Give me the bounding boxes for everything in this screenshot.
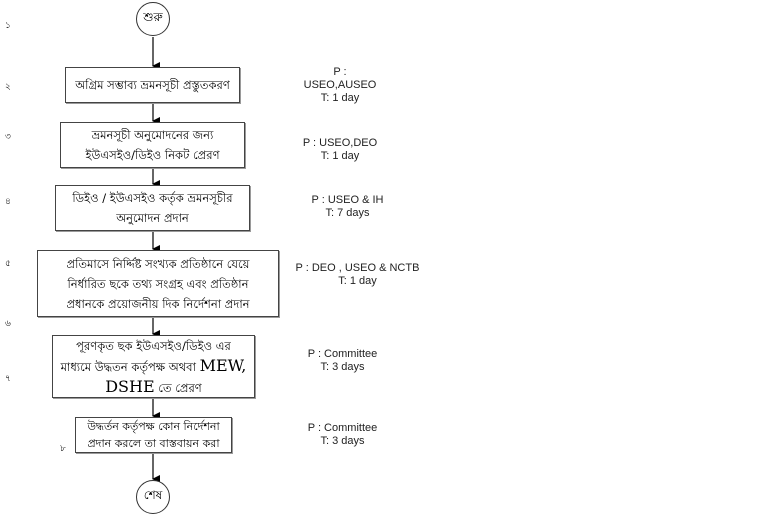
step-5-line-2-text: মাধ্যমে উদ্ধতন কর্তৃপক্ষ অথবা (60, 359, 196, 374)
step-3-line-1: ডিইও / ইউএসইও কর্তৃক ভ্রমনসূচীর (72, 191, 233, 205)
note-4-person: P : DEO , USEO & NCTB (295, 262, 420, 274)
step-number-6: ৬ (5, 319, 11, 329)
step-2-line-1: ভ্রমনসূচী অনুমোদনের জন্য (91, 128, 214, 142)
note-1-person: P : (333, 66, 347, 78)
note-step-5: P : Committee T: 3 days (290, 348, 395, 374)
note-step-1: P : USEO,AUSEO T: 1 day (290, 66, 390, 105)
step-number-8: ৮ (60, 444, 66, 454)
note-5-person: P : Committee (307, 348, 378, 360)
step-number-2: ২ (5, 82, 11, 92)
note-step-4: P : DEO , USEO & NCTB T: 1 day (290, 262, 425, 288)
note-3-time: T: 7 days (325, 207, 370, 219)
step-number-5: ৫ (5, 259, 11, 269)
note-1-time: T: 1 day (320, 92, 360, 104)
step-5-line-3-text: তে প্রেরণ (158, 380, 202, 395)
step-4-line-1: প্রতিমাসে নির্দ্দিষ্ট সংখ্যক প্রতিষ্ঠানে… (66, 256, 250, 271)
process-step-4: প্রতিমাসে নির্দ্দিষ্ট সংখ্যক প্রতিষ্ঠানে… (37, 250, 279, 317)
process-step-5: পূরণকৃত ছক ইউএসইও/ডিইও এর মাধ্যমে উদ্ধতন… (52, 335, 255, 398)
step-4-line-3: প্রধানকে প্রয়োজনীয় দিক নির্দেশনা প্রদা… (66, 296, 250, 311)
end-label: শেষ (143, 488, 163, 502)
start-node: শুরু (136, 2, 170, 36)
step-5-mew: MEW, (199, 355, 247, 375)
note-step-3: P : USEO & IH T: 7 days (290, 194, 405, 220)
note-3-person: P : USEO & IH (311, 194, 384, 206)
end-node: শেষ (136, 480, 170, 514)
step-1-line-1: অগ্রিম সম্ভাব্য ভ্রমনসূচী প্রস্তুতকরণ (75, 78, 230, 92)
step-6-line-2: প্রদান করলে তা বাস্তবায়ন করা (87, 437, 220, 450)
note-1-person-2: USEO,AUSEO (303, 79, 377, 91)
step-4-line-2: নির্ধারিত ছকে তথ্য সংগ্রহ এবং প্রতিষ্ঠান (67, 276, 249, 291)
start-label: শুরু (143, 10, 163, 24)
step-5-line-3: DSHE তে প্রেরণ (61, 377, 247, 398)
step-number-3: ৩ (5, 132, 11, 142)
step-number-4: ৪ (5, 197, 11, 207)
note-2-person: P : USEO,DEO (302, 137, 378, 149)
process-step-2: ভ্রমনসূচী অনুমোদনের জন্য ইউএসইও/ডিইও নিক… (60, 122, 245, 168)
step-2-line-2: ইউএসইও/ডিইও নিকট প্রেরণ (85, 148, 220, 162)
step-3-line-2: অনুমোদন প্রদান (116, 211, 189, 225)
note-step-2: P : USEO,DEO T: 1 day (290, 137, 390, 163)
note-2-time: T: 1 day (320, 150, 360, 162)
note-6-person: P : Committee (307, 422, 378, 434)
step-number-1: ১ (5, 21, 11, 31)
step-6-line-1: উদ্ধর্তন কর্তৃপক্ষ কোন নির্দেশনা (87, 420, 220, 433)
note-6-time: T: 3 days (320, 435, 365, 447)
process-step-6: উদ্ধর্তন কর্তৃপক্ষ কোন নির্দেশনা প্রদান … (75, 417, 232, 453)
step-number-7: ৭ (5, 374, 11, 384)
note-step-6: P : Committee T: 3 days (290, 422, 395, 448)
process-step-1: অগ্রিম সম্ভাব্য ভ্রমনসূচী প্রস্তুতকরণ (65, 67, 240, 103)
note-4-time: T: 1 day (338, 275, 377, 287)
note-5-time: T: 3 days (320, 361, 365, 373)
step-5-line-2: মাধ্যমে উদ্ধতন কর্তৃপক্ষ অথবা MEW, (61, 356, 247, 377)
process-step-3: ডিইও / ইউএসইও কর্তৃক ভ্রমনসূচীর অনুমোদন … (55, 185, 250, 231)
step-5-line-1: পূরণকৃত ছক ইউএসইও/ডিইও এর (76, 338, 231, 353)
step-5-dshe: DSHE (105, 376, 155, 396)
